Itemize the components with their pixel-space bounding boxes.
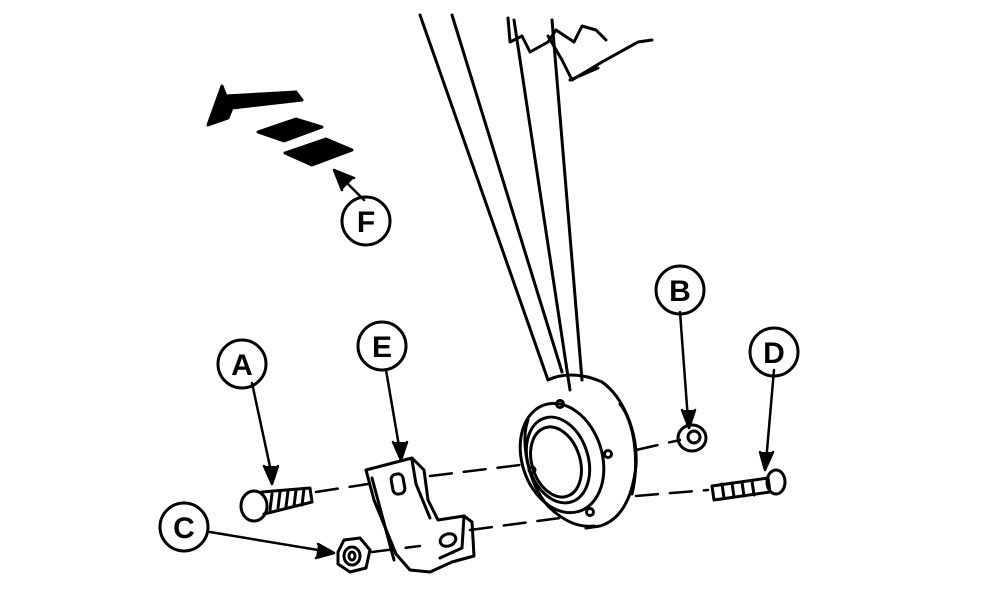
callout-label-f: F (357, 206, 375, 239)
control-arm (418, 13, 654, 392)
callout-circle-d (748, 326, 800, 378)
hub-housing (518, 373, 638, 530)
bracket-e (364, 456, 476, 574)
callout-circle-e (356, 320, 408, 372)
leader-lines (208, 168, 776, 560)
callout-circle-a (216, 338, 268, 390)
callout-label-d: D (763, 337, 785, 370)
washer-b (676, 423, 708, 453)
nut-c (336, 536, 372, 574)
callout-circle-f (340, 195, 392, 247)
callout-label-c: C (173, 512, 195, 545)
bolt-d (710, 468, 787, 502)
callout-circle-b (654, 264, 706, 316)
bolt-a (239, 486, 314, 523)
callout-circle-c (158, 501, 210, 553)
callout-label-a: A (231, 349, 253, 382)
assembly-guide-lines (314, 438, 710, 554)
direction-arrow-icon (206, 84, 354, 167)
callout-label-b: B (669, 275, 691, 308)
callout-label-e: E (372, 331, 392, 364)
